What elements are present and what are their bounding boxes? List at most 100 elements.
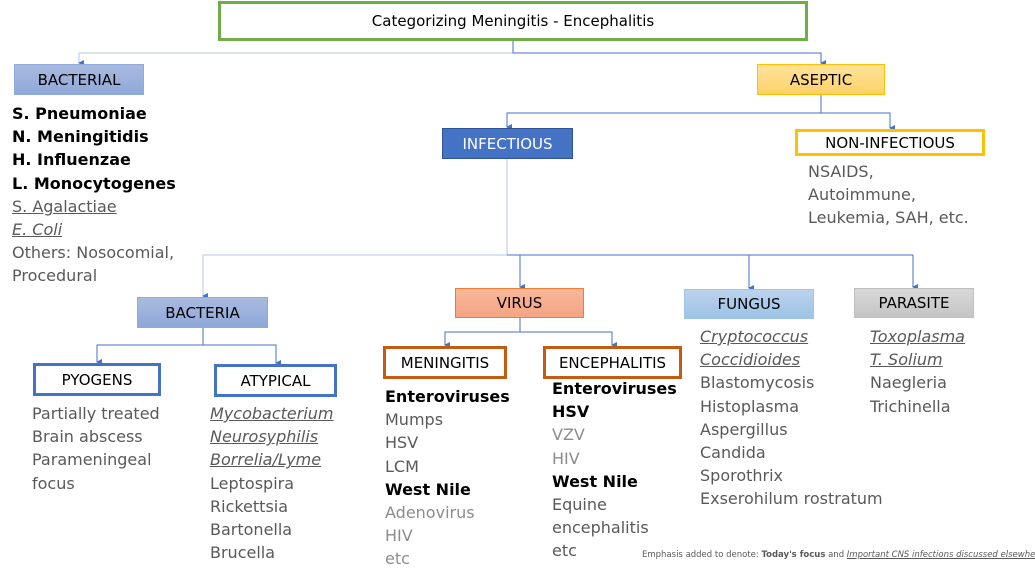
node-noninfectious-label: NON-INFECTIOUS [825, 133, 955, 152]
node-virus: VIRUS [455, 288, 584, 318]
node-aseptic-label: ASEPTIC [789, 70, 853, 89]
connector-bacteria-pyogens [96, 328, 204, 365]
connector-title-bacterial [78, 41, 514, 66]
legend-middle: and [825, 550, 847, 560]
list-item: HIV [385, 526, 413, 546]
list-item: Parameningeal [32, 450, 152, 470]
legend-bold: Today's focus [761, 550, 826, 560]
list-item: Procedural [12, 266, 98, 286]
list-item: West Nile [385, 479, 471, 499]
list-item: Neurosyphilis [210, 427, 319, 447]
list-item: Enteroviruses [385, 387, 510, 406]
list-item: HSV [385, 433, 419, 453]
list-item: Autoimmune, [808, 185, 916, 205]
node-parasite-label: PARASITE [878, 294, 950, 312]
list-item: Sporothrix [700, 466, 784, 486]
connector-aseptic-infectious [506, 95, 822, 130]
list-item: Partially treated [32, 404, 160, 423]
list-item: etc [385, 549, 410, 569]
list-item: Borrelia/Lyme [210, 450, 322, 470]
list-item: Enteroviruses [552, 379, 677, 398]
node-meningitis: MENINGITIS [383, 346, 507, 379]
node-atypical-label: ATYPICAL [240, 371, 311, 390]
diagram-title: Categorizing Meningitis - Encephalitis [218, 1, 808, 41]
connector-virus-meningitis [444, 318, 521, 348]
list-noninfectious: NSAIDS, Autoimmune, Leukemia, SAH, etc. [808, 160, 969, 230]
node-encephalitis-label: ENCEPHALITIS [558, 353, 667, 372]
connector-infectious-fungus [507, 254, 754, 291]
list-item: Leptospira [210, 473, 295, 493]
list-item: N. Meningitidis [12, 127, 149, 147]
connector-virus-encephalitis [520, 331, 617, 348]
list-item: Naegleria [870, 373, 947, 393]
list-item: Rickettsia [210, 496, 289, 516]
list-item: E. Coli [12, 220, 63, 240]
node-pyogens: PYOGENS [33, 363, 161, 396]
emphasis-legend: Emphasis added to denote: Today's focus … [642, 550, 1035, 560]
list-item: Trichinella [870, 396, 951, 416]
list-item: focus [32, 473, 75, 493]
list-item: Leukemia, SAH, etc. [808, 208, 969, 228]
list-item: Others: Nosocomial, [12, 243, 175, 263]
node-noninfectious: NON-INFECTIOUS [795, 129, 985, 156]
list-item: VZV [552, 425, 585, 445]
diagram-title-text: Categorizing Meningitis - Encephalitis [371, 12, 655, 30]
connector-infectious-parasite [507, 254, 918, 290]
connector-aseptic-noninfectious [820, 95, 895, 131]
list-item: Coccidioides [700, 350, 801, 370]
list-item: Equine [552, 495, 607, 515]
list-item: Brain abscess [32, 427, 143, 447]
connector-infectious-bacteria [202, 159, 508, 299]
list-item: Exserohilum rostratum [700, 489, 883, 509]
list-item: Mumps [385, 410, 444, 430]
list-item: etc [552, 541, 577, 561]
list-item: Toxoplasma [870, 327, 965, 346]
connector-infectious-virus [507, 254, 525, 290]
list-item: NSAIDS, [808, 162, 874, 181]
node-parasite: PARASITE [854, 288, 974, 318]
list-item: L. Monocytogenes [12, 173, 176, 193]
list-item: Candida [700, 443, 766, 463]
list-item: H. Influenzae [12, 150, 131, 170]
legend-italic: Important CNS infections discussed elsew… [846, 550, 1035, 560]
list-item: Bartonella [210, 520, 293, 540]
node-virus-label: VIRUS [496, 294, 543, 312]
list-item: Histoplasma [700, 396, 800, 416]
node-bacteria: BACTERIA [137, 297, 268, 328]
list-item: S. Pneumoniae [12, 104, 147, 123]
node-infectious: INFECTIOUS [442, 128, 573, 159]
node-bacterial-label: BACTERIAL [37, 70, 121, 89]
list-item: Cryptococcus [700, 327, 809, 346]
node-atypical: ATYPICAL [214, 364, 337, 397]
list-item: Brucella [210, 543, 276, 563]
list-item: HIV [552, 448, 580, 468]
node-bacteria-label: BACTERIA [165, 303, 240, 322]
list-item: HSV [552, 402, 590, 422]
node-fungus-label: FUNGUS [717, 295, 781, 313]
node-infectious-label: INFECTIOUS [462, 134, 553, 153]
list-bacterial: S. Pneumoniae N. Meningitidis H. Influenza… [12, 102, 176, 288]
list-item: S. Agalactiae [12, 196, 117, 216]
list-item: LCM [385, 456, 419, 476]
list-item: Mycobacterium [210, 404, 334, 423]
list-item: West Nile [552, 471, 638, 491]
legend-prefix: Emphasis added to denote: [642, 550, 762, 560]
list-item: encephalitis [552, 518, 649, 538]
node-bacterial: BACTERIAL [14, 64, 144, 95]
list-item: Aspergillus [700, 419, 788, 439]
list-item: Blastomycosis [700, 373, 815, 393]
node-encephalitis: ENCEPHALITIS [543, 346, 682, 379]
node-fungus: FUNGUS [684, 289, 814, 319]
node-aseptic: ASEPTIC [757, 64, 885, 95]
node-meningitis-label: MENINGITIS [400, 353, 490, 372]
list-item: T. Solium [870, 350, 943, 370]
connector-bacteria-atypical [203, 344, 281, 366]
connector-title-aseptic [512, 41, 826, 66]
